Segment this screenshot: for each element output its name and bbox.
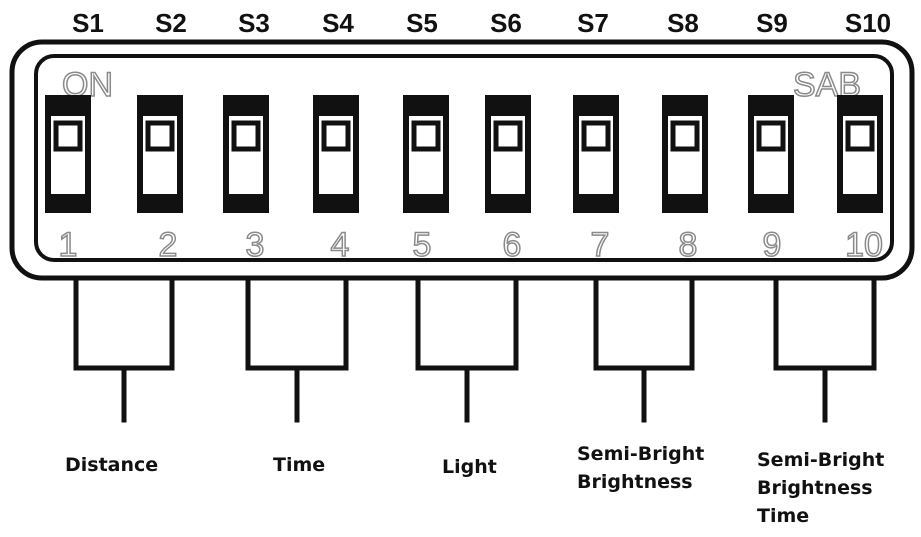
switch-toggle-9[interactable] xyxy=(748,95,794,213)
switch-label-s1: S1 xyxy=(72,8,104,38)
switch-label-s10: S10 xyxy=(844,8,892,38)
switch-toggle-2[interactable] xyxy=(137,95,183,213)
position-number-9: 9 xyxy=(763,226,782,264)
position-number-2: 2 xyxy=(159,226,178,264)
position-number-4: 4 xyxy=(331,226,350,264)
switch-label-s4: S4 xyxy=(322,8,354,38)
bracket-semi-bright-brightness-time xyxy=(773,275,877,423)
group-label-distance: Distance xyxy=(65,454,159,476)
bracket-light xyxy=(415,275,519,423)
switch-label-s2: S2 xyxy=(155,8,187,38)
switch-label-s6: S6 xyxy=(490,8,522,38)
switch-toggle-5[interactable] xyxy=(403,95,449,213)
switch-label-s3: S3 xyxy=(238,8,270,38)
bracket-distance xyxy=(73,275,175,423)
switch-toggles xyxy=(45,95,883,213)
switch-toggle-4[interactable] xyxy=(313,95,359,213)
bracket-semi-bright-brightness xyxy=(593,275,695,423)
switch-label-s5: S5 xyxy=(406,8,438,38)
group-label-semi-bright-brightness-time: Semi-Bright Brightness Time xyxy=(757,449,885,527)
group-label-time: Time xyxy=(273,454,326,476)
switch-toggle-1[interactable] xyxy=(45,95,91,213)
position-number-8: 8 xyxy=(679,226,698,264)
bracket-time xyxy=(245,275,349,423)
position-number-1: 1 xyxy=(59,226,78,264)
switch-toggle-10[interactable] xyxy=(837,95,883,213)
position-numbers: 1 2 3 4 5 6 7 8 9 10 xyxy=(58,225,884,265)
position-number-10: 10 xyxy=(845,226,883,264)
position-number-5: 5 xyxy=(413,226,432,264)
switch-label-s8: S8 xyxy=(667,8,699,38)
switch-toggle-6[interactable] xyxy=(485,95,531,213)
position-number-6: 6 xyxy=(503,226,522,264)
switch-label-s7: S7 xyxy=(577,8,609,38)
group-label-semi-bright-brightness: Semi-Bright Brightness xyxy=(577,443,705,493)
switch-label-s9: S9 xyxy=(756,8,788,38)
switch-toggle-8[interactable] xyxy=(662,95,708,213)
position-number-3: 3 xyxy=(246,226,265,264)
group-label-light: Light xyxy=(442,456,497,478)
position-number-7: 7 xyxy=(591,226,610,264)
switch-toggle-3[interactable] xyxy=(223,95,269,213)
switch-toggle-7[interactable] xyxy=(573,95,619,213)
